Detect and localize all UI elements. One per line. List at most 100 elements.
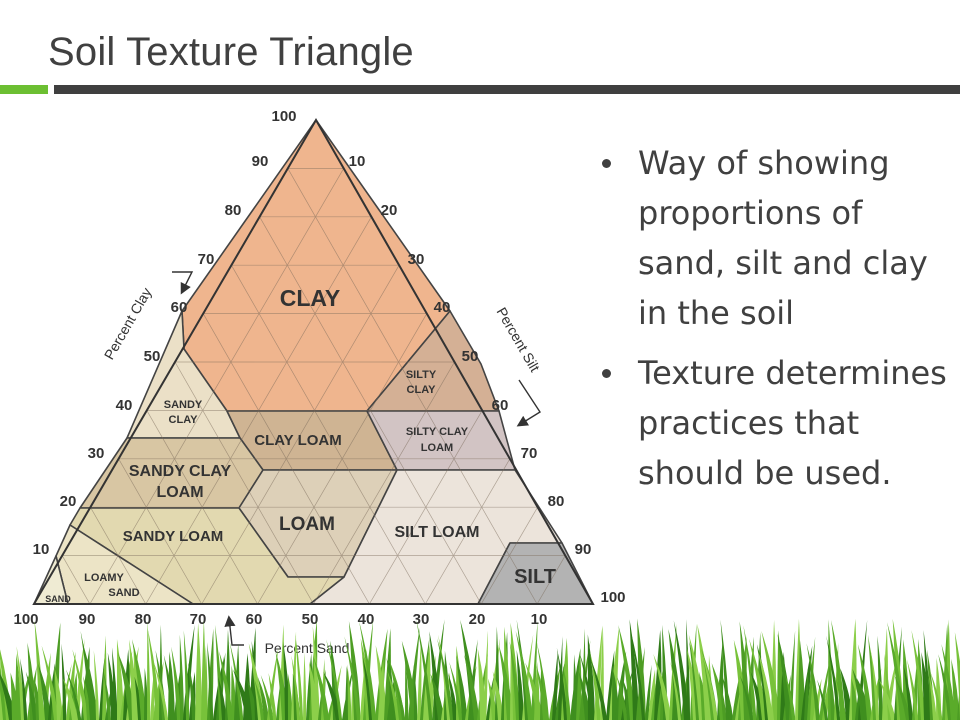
grass-blade [645, 664, 652, 720]
grass-blade [923, 630, 931, 720]
grass-blade [870, 649, 880, 720]
bottom-tick: 100 [13, 611, 38, 628]
grass-blade [116, 638, 124, 720]
grass-blade [102, 668, 112, 720]
grid-line [231, 265, 426, 604]
grass-blade [578, 671, 591, 720]
grass-blade [82, 641, 98, 720]
grass-blade [670, 661, 682, 720]
label-loamy-sand-line2: SAND [108, 587, 139, 599]
label-loam: LOAM [279, 514, 335, 535]
grass-blade [449, 661, 463, 720]
grass-blade [629, 627, 646, 720]
grass-blade [347, 664, 352, 720]
left-tick: 40 [116, 397, 133, 414]
grass-blade [929, 674, 937, 720]
left-tick: 80 [225, 202, 242, 219]
grid-line [313, 361, 455, 604]
grass-blade [198, 662, 202, 720]
right-tick: 80 [548, 493, 565, 510]
grass-blade [179, 634, 184, 720]
grass-blade [701, 650, 718, 720]
grass-blade [405, 659, 409, 720]
grass-blade [254, 679, 265, 720]
grid-line [145, 216, 372, 604]
right-tick: 10 [349, 153, 366, 170]
grass-blade [420, 635, 430, 720]
grid-line [118, 458, 203, 604]
grass-blade [558, 635, 563, 720]
label-sandy-clay-loam-line1: SANDY CLAY [129, 463, 232, 480]
grass-blade [777, 633, 792, 720]
grass-blade [536, 665, 548, 720]
grass-blade [757, 649, 773, 720]
axis-arrows [172, 271, 541, 646]
grass-blade [618, 625, 636, 720]
grass-blade [312, 626, 320, 720]
grid-line [89, 168, 345, 604]
grass-blade [938, 654, 953, 720]
grass-blade [589, 651, 601, 720]
grass-blade [72, 649, 89, 720]
grid-line [61, 555, 91, 604]
grass-blade [930, 671, 943, 720]
grass-blade [817, 679, 829, 720]
grass-blade [556, 647, 568, 720]
grass-blade [66, 651, 76, 720]
grass-blade [483, 630, 489, 720]
grass-blade [375, 645, 388, 720]
left-tick: 20 [60, 493, 77, 510]
grass-blade [387, 670, 401, 720]
grass-blade [718, 678, 727, 720]
grass-blade [807, 636, 816, 720]
bullet-text: Texture determines practices that should… [638, 354, 947, 492]
grass-blade [510, 636, 514, 720]
title-underline-bar [54, 85, 960, 94]
grass-blade [204, 645, 208, 720]
grass-blade [463, 654, 480, 720]
grass-blade [941, 644, 956, 720]
bottom-tick: 80 [135, 611, 152, 628]
grid-line [424, 458, 511, 604]
soil-texture-triangle: CLAY SILTY CLAY SANDY CLAY CLAY LOAM SIL… [13, 108, 625, 656]
grass-decoration [0, 618, 960, 720]
grass-blade [487, 678, 498, 720]
grass-blade [798, 639, 805, 720]
grass-blade [761, 630, 781, 720]
grass-blade [903, 663, 914, 720]
grass-blade [260, 674, 274, 720]
grass-blade [291, 655, 301, 720]
grass-blade [63, 678, 78, 720]
grid-line [259, 216, 482, 604]
triangle-grid [61, 168, 566, 604]
bottom-tick: 70 [190, 611, 207, 628]
grass-blade [456, 655, 468, 720]
grass-blade [951, 658, 960, 720]
bullet-icon [602, 159, 611, 168]
grass-blade [152, 659, 169, 720]
right-tick: 70 [521, 445, 538, 462]
grass-blade [430, 674, 445, 720]
grass-blade [147, 628, 161, 720]
label-clay: CLAY [280, 285, 341, 311]
grass-blade [653, 654, 672, 720]
left-tick: 60 [171, 299, 188, 316]
bullet-text: Way of showing proportions of sand, silt… [638, 144, 928, 332]
grass-blade [515, 630, 533, 720]
grass-blade [15, 654, 21, 720]
grass-blade [804, 668, 809, 720]
grass-blade [437, 638, 454, 720]
grass-blade [686, 619, 691, 720]
grass-blade [384, 628, 391, 720]
label-sandy-loam: SANDY LOAM [123, 528, 224, 545]
bottom-tick: 60 [246, 611, 263, 628]
grass-blade [41, 645, 59, 720]
grid-line [174, 361, 314, 604]
grass-blade [25, 671, 38, 720]
grass-blade [257, 676, 269, 720]
grass-blade [219, 651, 233, 720]
grass-blade [525, 662, 544, 720]
bottom-tick: 40 [358, 611, 375, 628]
right-tick: 20 [381, 202, 398, 219]
grass-blade [573, 654, 578, 720]
